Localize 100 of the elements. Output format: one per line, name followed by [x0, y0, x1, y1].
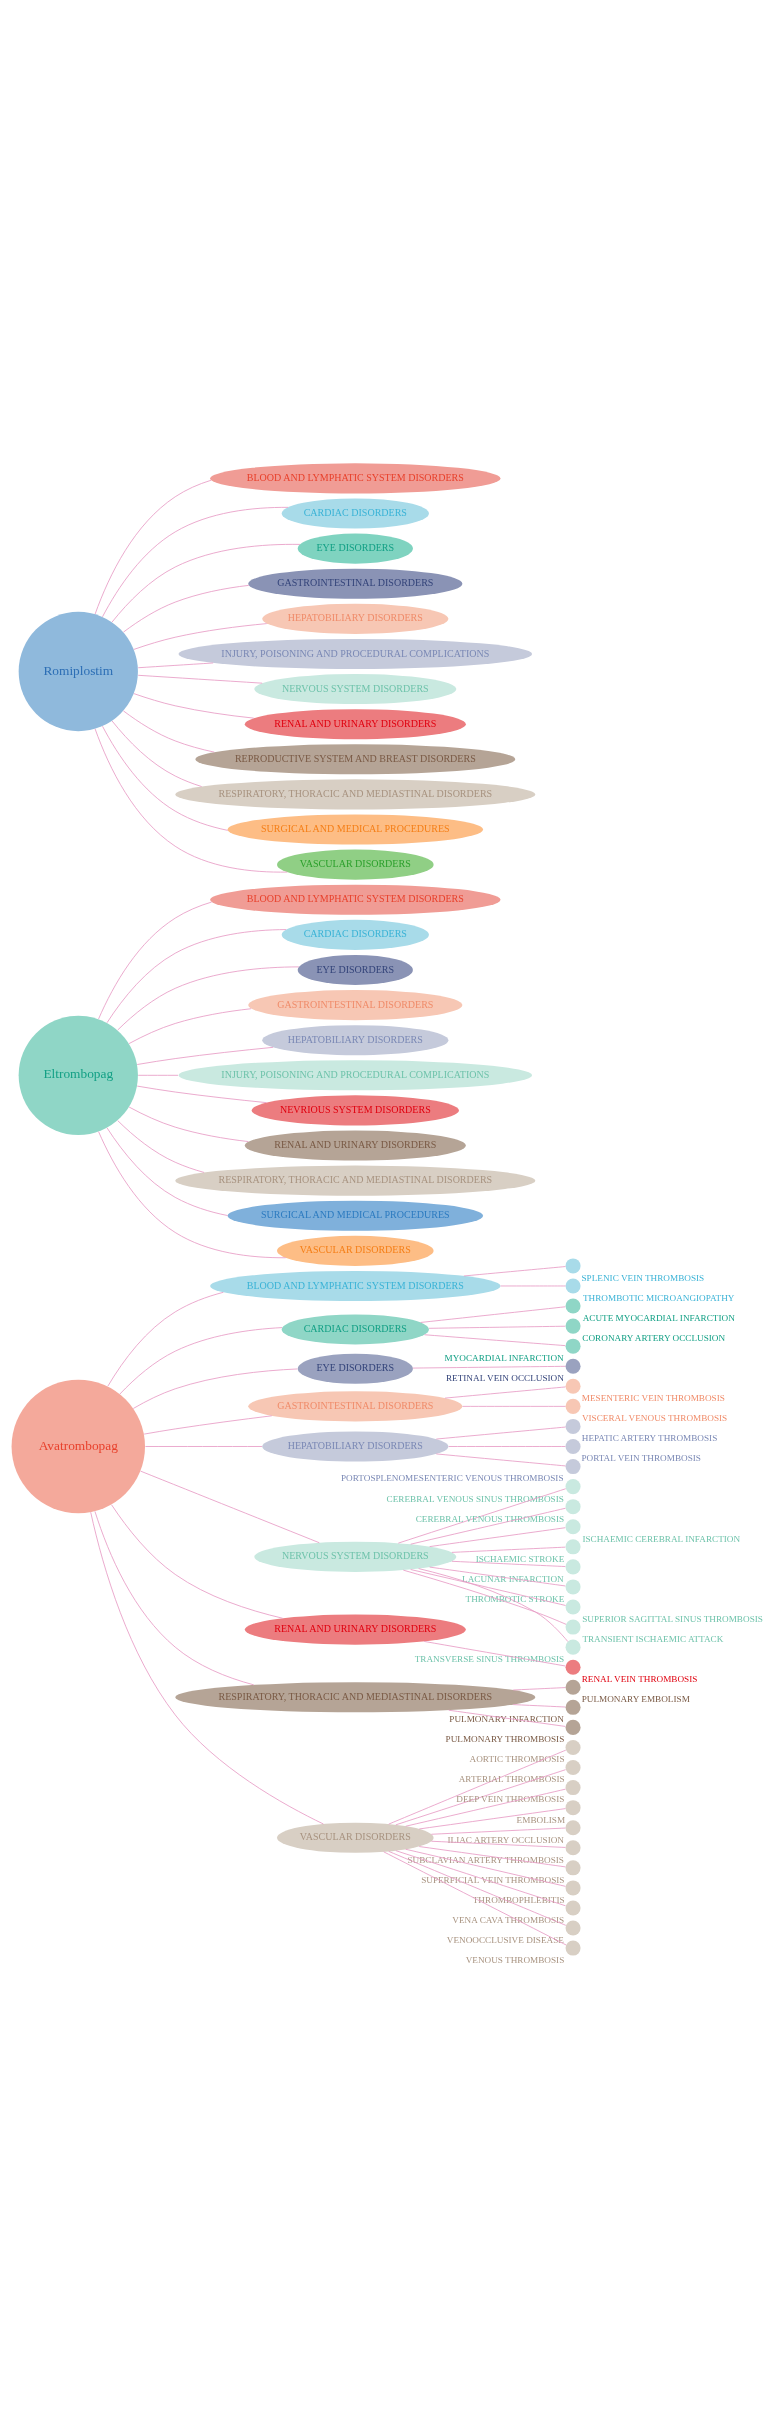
- node-ellipse: NEVRIOUS SYSTEM DISORDERS: [251, 1094, 459, 1125]
- connector: [117, 1119, 205, 1173]
- node-ellipse: INJURY, POISONING AND PROCEDURAL COMPLICATIONS: [178, 638, 533, 669]
- connector: [462, 1405, 566, 1407]
- connector: [111, 720, 203, 787]
- node-label: CORONARY ARTERY OCCLUSION: [582, 1332, 726, 1343]
- connector: [123, 709, 215, 753]
- node-ellipse: EYE DISORDERS: [297, 1353, 413, 1384]
- connector: [98, 901, 213, 1019]
- node-ellipse: BLOOD AND LYMPHATIC SYSTEM DISORDERS: [210, 462, 501, 493]
- node-label: SPLENIC VEIN THROMBOSIS: [581, 1272, 705, 1283]
- connector: [102, 725, 229, 831]
- connector: [395, 1849, 566, 1906]
- node-circle: [565, 1438, 581, 1454]
- node-ellipse: BLOOD AND LYMPHATIC SYSTEM DISORDERS: [210, 884, 501, 915]
- connector: [132, 1368, 298, 1409]
- node-label: AORTIC THROMBOSIS: [469, 1753, 565, 1764]
- connector: [500, 1285, 566, 1286]
- node-label: PORTOSPLENOMESENTERIC VENOUS THROMBOSIS: [340, 1472, 564, 1483]
- node-circle: [565, 1859, 581, 1875]
- node-label: TRANSIENT ISCHAEMIC ATTACK: [582, 1633, 724, 1644]
- connector: [405, 1848, 566, 1887]
- node-label: THROMBOTIC STROKE: [465, 1593, 565, 1604]
- node-ellipse: CARDIAC DISORDERS: [281, 919, 429, 950]
- node-label: LACUNAR INFARCTION: [462, 1573, 564, 1584]
- node-circle: [565, 1458, 581, 1474]
- connector: [137, 662, 214, 668]
- node-circle: [565, 1699, 581, 1715]
- connector: [429, 1566, 566, 1586]
- node-label: ACUTE MYOCARDIAL INFARCTION: [582, 1312, 735, 1323]
- connector: [410, 1507, 566, 1545]
- connector: [388, 1749, 567, 1825]
- connector: [512, 1703, 566, 1707]
- connector: [140, 1470, 320, 1543]
- node-ellipse: GASTROINTESTINAL DISORDERS: [248, 989, 463, 1020]
- connector: [395, 1768, 566, 1825]
- node-circle: [565, 1538, 581, 1554]
- node-ellipse: EYE DISORDERS: [297, 533, 413, 564]
- connector: [451, 1560, 566, 1567]
- node-ellipse: VASCULAR DISORDERS: [277, 849, 434, 880]
- connector: [405, 1788, 566, 1827]
- connector: [90, 1511, 324, 1824]
- node-ellipse: EYE DISORDERS: [297, 954, 413, 985]
- node-ellipse: VASCULAR DISORDERS: [277, 1235, 434, 1266]
- connector: [423, 1640, 566, 1666]
- connector: [451, 1546, 566, 1553]
- node-ellipse: HEPATOBILIARY DISORDERS: [262, 603, 449, 634]
- connector: [123, 584, 250, 633]
- node-circle: [565, 1799, 581, 1815]
- node-label: ISCHAEMIC STROKE: [475, 1553, 565, 1564]
- connector: [133, 622, 268, 650]
- node-label: PULMONARY EMBOLISM: [581, 1693, 690, 1704]
- node-ellipse: RENAL AND URINARY DISORDERS: [244, 708, 466, 739]
- node-circle: [565, 1578, 581, 1594]
- node-label: VENOUS THROMBOSIS: [465, 1954, 565, 1965]
- node-ellipse: RENAL AND URINARY DISORDERS: [244, 1130, 466, 1161]
- node-circle: [565, 1298, 581, 1314]
- connector: [145, 1445, 263, 1447]
- connector: [106, 928, 287, 1023]
- node-circle: [565, 1338, 581, 1354]
- node-ellipse: RENAL AND URINARY DISORDERS: [244, 1614, 466, 1645]
- connector: [106, 1127, 229, 1216]
- connector: [429, 1526, 566, 1547]
- node-label: ARTERIAL THROMBOSIS: [458, 1773, 565, 1784]
- connector: [128, 1007, 252, 1044]
- connector: [143, 1414, 273, 1434]
- node-label: RETINAL VEIN OCCLUSION: [445, 1372, 564, 1383]
- node-label: RENAL VEIN THROMBOSIS: [581, 1673, 698, 1684]
- node-ellipse: NERVOUS SYSTEM DISORDERS: [254, 673, 457, 704]
- node-circle: [565, 1739, 581, 1755]
- connector: [418, 1567, 569, 1642]
- node-circle: Eltrombopag: [18, 1015, 138, 1135]
- connector: [420, 1305, 566, 1323]
- node-circle: [565, 1358, 581, 1374]
- node-circle: [565, 1719, 581, 1735]
- node-circle: [565, 1940, 581, 1956]
- node-ellipse: GASTROINTESTINAL DISORDERS: [248, 568, 463, 599]
- node-ellipse: BLOOD AND LYMPHATIC SYSTEM DISORDERS: [210, 1270, 501, 1301]
- connector: [424, 1333, 566, 1346]
- node-circle: [565, 1398, 581, 1414]
- node-circle: [565, 1759, 581, 1775]
- connector: [94, 727, 288, 873]
- node-ellipse: SURGICAL AND MEDICAL PROCEDURES: [227, 1200, 484, 1231]
- connector: [128, 1106, 249, 1142]
- connector: [402, 1569, 567, 1625]
- connector: [397, 1487, 567, 1544]
- node-circle: [565, 1920, 581, 1936]
- node-ellipse: SURGICAL AND MEDICAL PROCEDURES: [227, 813, 484, 845]
- node-label: PULMONARY THROMBOSIS: [445, 1733, 565, 1744]
- node-circle: [565, 1899, 581, 1915]
- connector: [435, 1453, 566, 1466]
- connector: [137, 1074, 179, 1076]
- node-circle: [565, 1619, 581, 1635]
- node-circle: [565, 1639, 581, 1655]
- node-ellipse: INJURY, POISONING AND PROCEDURAL COMPLICATIONS: [178, 1059, 533, 1090]
- connector: [136, 1046, 274, 1065]
- node-ellipse: CARDIAC DISORDERS: [281, 497, 429, 529]
- node-circle: [565, 1779, 581, 1795]
- node-label: THROMBOPHLEBITIS: [472, 1894, 565, 1905]
- connector: [102, 506, 289, 617]
